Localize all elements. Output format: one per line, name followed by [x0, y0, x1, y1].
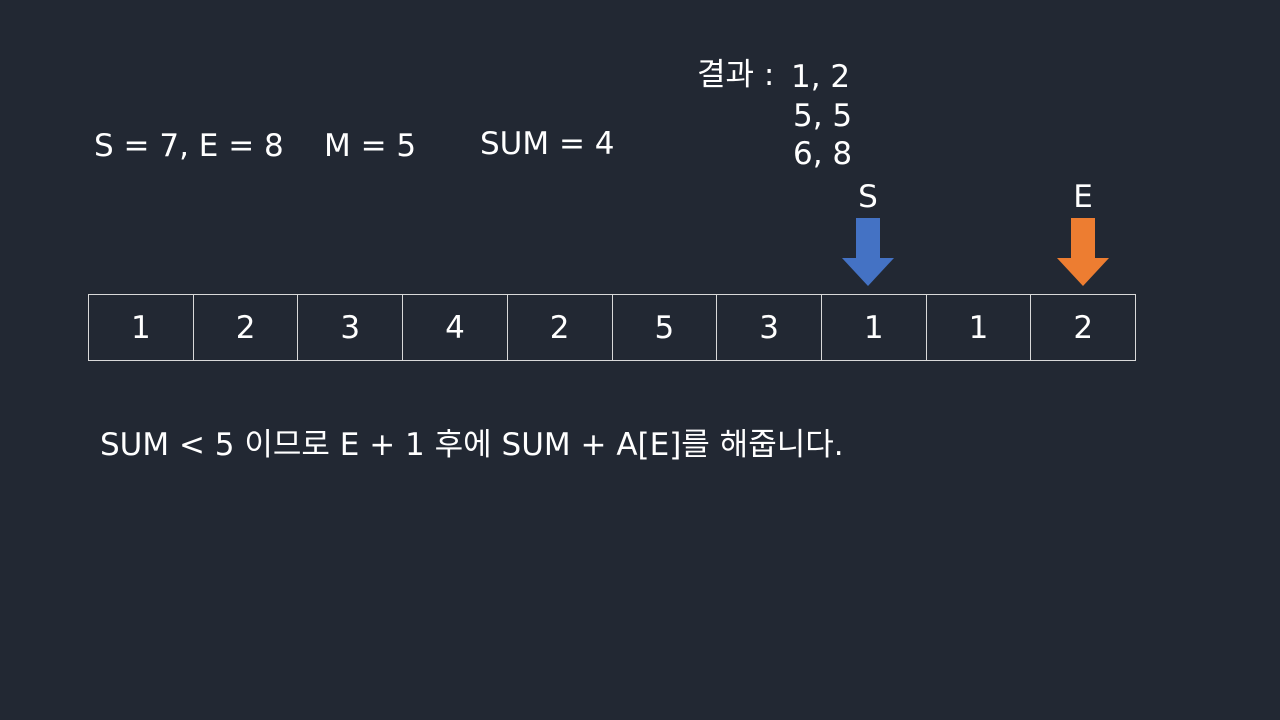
array-cell: 1: [927, 295, 1032, 360]
array-cell: 2: [1073, 309, 1094, 346]
array-cell: 5: [613, 295, 718, 360]
result-pair: 5, 5: [793, 98, 853, 134]
result-label: 결과 :: [697, 57, 775, 93]
array-cell: 3: [717, 295, 822, 360]
start-pointer-label: S: [858, 179, 878, 215]
array-cell: 3: [298, 295, 404, 360]
start-end-values: S = 7, E = 8: [94, 128, 284, 164]
array-cell: 4: [403, 295, 508, 360]
array-cell: 2: [194, 295, 299, 360]
sum-value: SUM = 4: [480, 126, 615, 162]
end-pointer-label: E: [1073, 179, 1093, 215]
end-pointer: E: [1053, 182, 1113, 286]
target-m-value: M = 5: [324, 128, 417, 164]
array-cell: 1: [822, 295, 927, 360]
down-arrow-icon: [1057, 218, 1109, 286]
array-table: 1 2 3 4 2 5 3 1 1 2: [88, 294, 1136, 361]
result-pair: 1, 2: [791, 59, 851, 95]
start-pointer: S: [838, 182, 898, 286]
array-cell: 2: [508, 295, 613, 360]
explanation-text: SUM < 5 이므로 E + 1 후에 SUM + A[E]를 해줍니다.: [100, 427, 844, 463]
result-pair: 6, 8: [793, 136, 853, 172]
array-cell: 1: [89, 295, 194, 360]
down-arrow-icon: [842, 218, 894, 286]
